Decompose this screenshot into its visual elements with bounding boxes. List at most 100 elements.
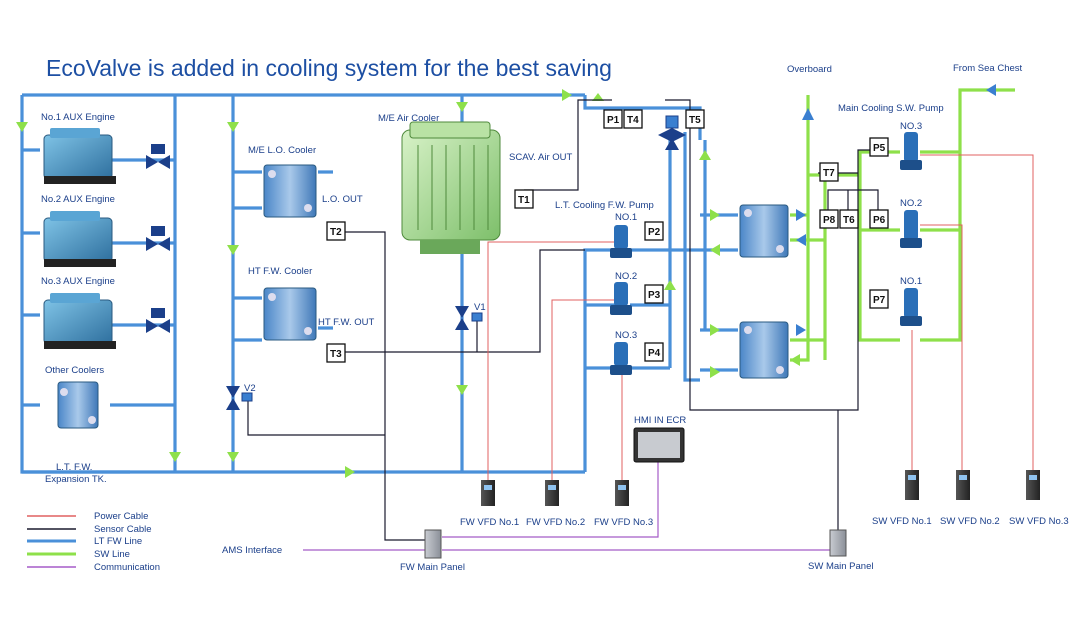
me-air-cooler-label: M/E Air Cooler (378, 113, 439, 124)
ams-label: AMS Interface (222, 545, 282, 556)
communication-lines (303, 462, 830, 551)
sensor-t7: T7 (819, 162, 839, 182)
valve-v1 (455, 306, 483, 330)
fw-panel-label: FW Main Panel (400, 562, 465, 573)
flow-arrow (169, 452, 181, 462)
fw-vfd-3 (615, 480, 629, 506)
sensor-t6: T6 (839, 209, 859, 229)
svg-text:T4: T4 (627, 115, 639, 126)
sensor-t5: T5 (685, 109, 705, 129)
sensor-p2: P2 (644, 221, 664, 241)
page-title: EcoValve is added in cooling system for … (46, 55, 612, 81)
svg-text:T2: T2 (330, 227, 342, 238)
legend-label-lt: LT FW Line (94, 536, 142, 547)
lo-out-label: L.O. OUT (322, 194, 363, 205)
main-engine (401, 121, 501, 254)
sw-vfd-2 (956, 470, 970, 500)
flow-arrow (790, 354, 800, 366)
fw-pump-2 (610, 282, 632, 315)
svg-text:P1: P1 (607, 115, 620, 126)
flow-arrow (227, 452, 239, 462)
aux-engine-1 (43, 128, 116, 184)
valve-v2 (226, 386, 253, 410)
sea-chest-label: From Sea Chest (953, 63, 1023, 74)
aux1-label: No.1 AUX Engine (41, 112, 115, 123)
lt-pump-label: L.T. Cooling F.W. Pump (555, 200, 654, 211)
sensor-p1: P1 (603, 109, 623, 129)
overboard-label: Overboard (787, 64, 832, 75)
flow-arrow (699, 150, 711, 160)
hmi-label: HMI IN ECR (634, 415, 686, 426)
flow-arrows (16, 84, 996, 478)
flow-arrow (802, 108, 814, 120)
fw-pump-1 (610, 225, 632, 258)
aux-valve-1 (146, 144, 170, 169)
sensor-t2: T2 (326, 221, 346, 241)
sw-pump-1 (900, 288, 922, 326)
sensor-p6: P6 (869, 209, 889, 229)
fw-vfd3-label: FW VFD No.3 (594, 517, 653, 528)
me-lo-cooler-hx (263, 164, 317, 218)
sw-vfd-3 (1026, 470, 1040, 500)
sensor-p3: P3 (644, 284, 664, 304)
ht-fw-cooler-hx (263, 287, 317, 341)
aux-valve-2 (146, 226, 170, 251)
flow-arrow (710, 366, 720, 378)
flow-arrow (456, 102, 468, 112)
sw-vfd-1 (905, 470, 919, 500)
svg-text:T7: T7 (823, 168, 835, 179)
svg-text:P7: P7 (873, 295, 886, 306)
sw-vfd2-label: SW VFD No.2 (940, 516, 1000, 527)
flow-arrow (16, 122, 28, 132)
fw-vfd-1 (481, 480, 495, 506)
flow-arrow (664, 280, 676, 290)
central-cooler-2 (739, 321, 789, 379)
other-coolers-label: Other Coolers (45, 365, 104, 376)
flow-arrow (710, 244, 720, 256)
legend-label-sensor: Sensor Cable (94, 524, 152, 535)
sw-main-panel (829, 529, 847, 557)
flow-arrow (562, 89, 572, 101)
other-coolers-hx (57, 381, 99, 429)
svg-text:P8: P8 (823, 215, 836, 226)
sensor-t1: T1 (514, 189, 534, 209)
ht-fw-cooler-label: HT F.W. Cooler (248, 266, 312, 277)
svg-text:P4: P4 (648, 348, 661, 359)
fw-main-panel (424, 529, 442, 559)
scav-air-out-label: SCAV. Air OUT (509, 152, 573, 163)
sensor-t4: T4 (623, 109, 643, 129)
aux-engine-3 (43, 293, 116, 349)
aux2-label: No.2 AUX Engine (41, 194, 115, 205)
legend-label-power: Power Cable (94, 511, 148, 522)
central-cooler-1 (739, 204, 789, 258)
sw-vfd1-label: SW VFD No.1 (872, 516, 932, 527)
svg-text:T1: T1 (518, 195, 530, 206)
sensor-p5: P5 (869, 137, 889, 157)
ht-fw-out-label: HT F.W. OUT (318, 317, 374, 328)
flow-arrow (796, 209, 806, 221)
flow-arrow (227, 122, 239, 132)
v2-label: V2 (244, 383, 256, 394)
sw-no1-label: NO.1 (900, 276, 922, 287)
expansion-label-1: L.T. F.W. (56, 462, 92, 473)
sw-pump-3 (900, 132, 922, 170)
flow-arrow (456, 385, 468, 395)
svg-text:T6: T6 (843, 215, 855, 226)
svg-text:P3: P3 (648, 290, 661, 301)
sw-pump-2 (900, 210, 922, 248)
fw-no2-label: NO.2 (615, 271, 637, 282)
flow-arrow (796, 234, 806, 246)
sensor-p4: P4 (644, 342, 664, 362)
me-lo-cooler-label: M/E L.O. Cooler (248, 145, 316, 156)
sensor-p8: P8 (819, 209, 839, 229)
expansion-label-2: Expansion TK. (45, 474, 107, 485)
aux-valve-3 (146, 308, 170, 333)
power-cables (487, 154, 1034, 480)
aux-engine-2 (43, 211, 116, 267)
flow-arrow (796, 324, 806, 336)
flow-arrow (345, 466, 355, 478)
flow-arrow (710, 209, 720, 221)
sw-panel-label: SW Main Panel (808, 561, 873, 572)
fw-pump-3 (610, 342, 632, 375)
